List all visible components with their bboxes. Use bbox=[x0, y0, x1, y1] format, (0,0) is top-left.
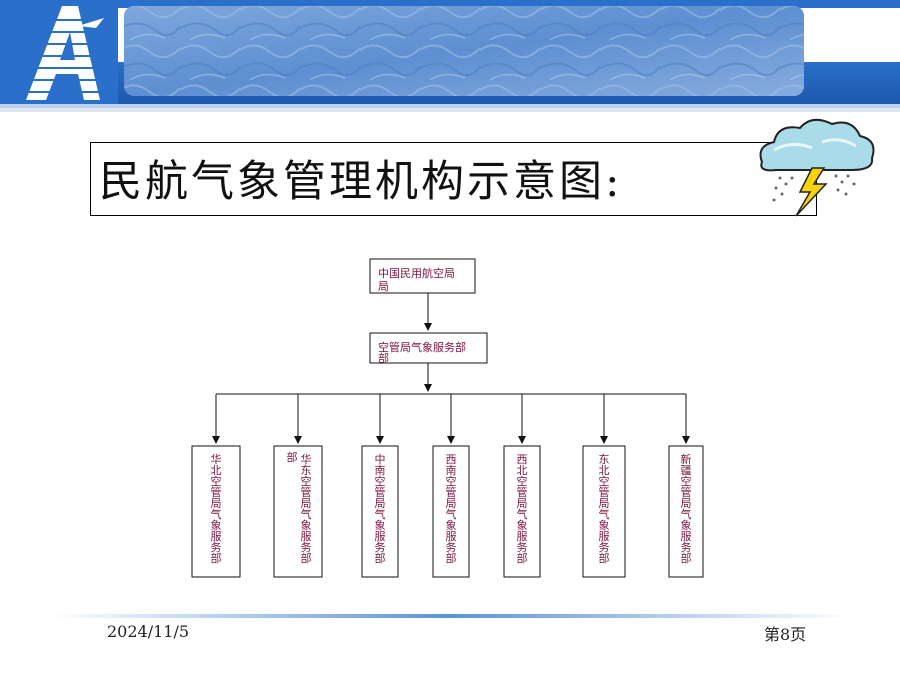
org-node-child-sidelabel: 部 bbox=[287, 450, 298, 464]
header-banner bbox=[0, 0, 900, 112]
org-node-child-label: 华北空管局气象服务部 bbox=[211, 452, 222, 565]
org-node-child-label: 新疆空管局气象服务部 bbox=[681, 452, 692, 565]
org-node-child-label: 中南空管局气象服务部 bbox=[375, 453, 386, 565]
footer-date: 2024/11/5 bbox=[107, 622, 190, 641]
title-box: 民航气象管理机构示意图: bbox=[90, 142, 817, 216]
org-node-child-label: 西北空管局气象服务部 bbox=[517, 453, 528, 565]
org-node-root-label: 中国民用航空局 bbox=[378, 266, 455, 280]
org-node-child: 西北空管局气象服务部 bbox=[503, 394, 541, 578]
org-node-child: 中南空管局气象服务部 bbox=[361, 394, 399, 578]
slide-title: 民航气象管理机构示意图: bbox=[99, 157, 623, 207]
org-node-child: 华北空管局气象服务部 bbox=[191, 394, 241, 578]
org-node-child-box bbox=[191, 445, 241, 578]
org-node-child: 西南空管局气象服务部 bbox=[432, 394, 470, 578]
org-node-child-box bbox=[432, 445, 470, 578]
footer-divider bbox=[50, 614, 850, 618]
org-node-middle-label: 空管局气象服务部 bbox=[378, 340, 466, 354]
org-node-middle: 空管局气象服务部 部 bbox=[369, 332, 488, 365]
airline-logo-icon bbox=[20, 6, 110, 100]
org-node-child-label: 西南空管局气象服务部 bbox=[446, 453, 457, 565]
org-node-child: 东北空管局气象服务部 bbox=[582, 394, 626, 578]
org-node-child-label: 华东空管局气象服务部 bbox=[301, 452, 312, 565]
footer-page-number: 第8页 bbox=[764, 625, 807, 644]
org-node-root-sublabel: 局 bbox=[378, 280, 389, 293]
storm-cloud-icon bbox=[759, 118, 875, 217]
org-node-root: 中国民用航空局 局 bbox=[369, 258, 476, 294]
org-node-middle-sublabel: 部 bbox=[378, 351, 389, 365]
org-node-child-box bbox=[273, 445, 323, 578]
org-node-child-box bbox=[503, 445, 541, 578]
org-node-child: 新疆空管局气象服务部 bbox=[668, 394, 704, 578]
org-node-child-box bbox=[582, 445, 626, 578]
org-node-child-box bbox=[668, 445, 704, 578]
org-node-child-box bbox=[361, 445, 399, 578]
org-node-child-label: 东北空管局气象服务部 bbox=[599, 453, 610, 565]
